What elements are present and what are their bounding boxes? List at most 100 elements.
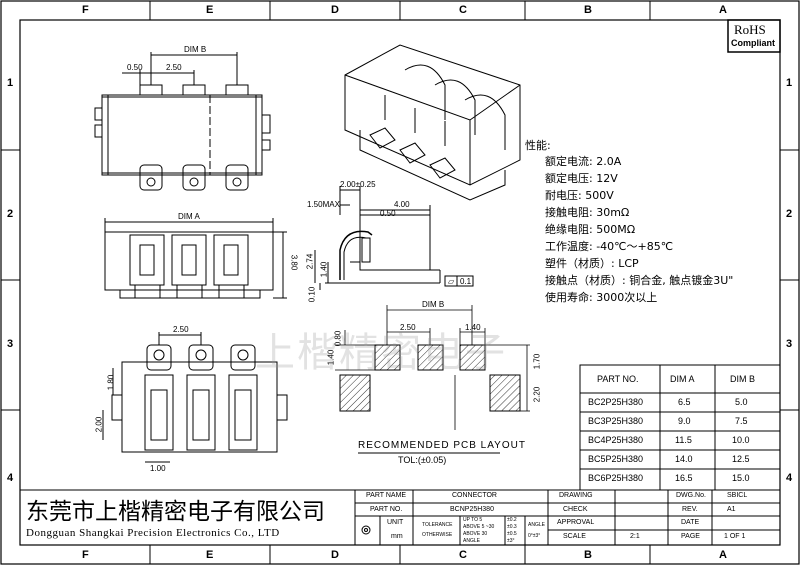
- zone-col-c-top: C: [459, 4, 467, 16]
- table-cell-part: BC2P25H380: [588, 397, 644, 407]
- pcb-dim-padw: 1.40: [465, 323, 481, 332]
- zone-row-3-left: 3: [7, 338, 14, 350]
- table-cell-dimb: 10.0: [732, 435, 750, 445]
- table-cell-dima: 9.0: [678, 416, 691, 426]
- zone-col-e-top: E: [206, 4, 214, 16]
- table-cell-dima: 16.5: [675, 473, 693, 483]
- zone-col-a-bottom: A: [719, 549, 727, 561]
- zone-row-3-right: 3: [786, 338, 793, 350]
- part-name-label: PART NAME: [366, 492, 407, 499]
- table-cell-dimb: 7.5: [735, 416, 748, 426]
- rev-value: A1: [727, 506, 736, 513]
- part-no-value: BCNP25H380: [450, 506, 494, 513]
- watermark: 上楷精密电子: [255, 330, 507, 376]
- table-cell-dimb: 5.0: [735, 397, 748, 407]
- zone-col-a-top: A: [719, 4, 727, 16]
- flatness-symbol: ▱: [448, 277, 455, 286]
- zone-col-d-bottom: D: [331, 549, 339, 561]
- front-view: [104, 218, 287, 299]
- iso-view: [344, 44, 521, 201]
- zone-col-b-top: B: [584, 4, 592, 16]
- zone-col-b-bottom: B: [584, 549, 592, 561]
- front-dim-height: 3.80: [289, 254, 299, 271]
- part-no-label: PART NO.: [370, 506, 403, 513]
- table-cell-part: BC3P25H380: [588, 416, 644, 426]
- tol-range: ANGLE: [463, 538, 480, 544]
- unit-value: mm: [391, 533, 403, 540]
- side-view: [314, 186, 474, 290]
- side-dim-274: 2.74: [305, 253, 315, 270]
- angle-value: 0°±3°: [528, 533, 541, 539]
- side-dim-010: 0.10: [307, 286, 317, 303]
- tol-range: ABOVE 30: [463, 531, 488, 537]
- zone-col-d-top: D: [331, 4, 339, 16]
- side-dim-200: 2.00±0.25: [340, 180, 376, 189]
- approval-label: APPROVAL: [557, 519, 595, 526]
- spec-item: 塑件（材质）: LCP: [545, 257, 639, 270]
- top-view: [94, 52, 271, 191]
- pcb-layout-title: RECOMMENDED PCB LAYOUT: [358, 440, 526, 451]
- top-dim-050: 0.50: [127, 63, 143, 72]
- side-dim-400: 4.00: [394, 200, 410, 209]
- zone-col-e-bottom: E: [206, 549, 214, 561]
- pcb-dim-b: DIM B: [422, 300, 445, 309]
- unit-label: UNIT: [387, 519, 404, 526]
- tolerance-label: TOLERANCE: [422, 522, 453, 528]
- spec-item: 绝缘电阻: 500MΩ: [545, 223, 636, 236]
- dwg-no-value: SBICL: [727, 492, 748, 499]
- title-block-lines: [20, 489, 780, 545]
- table-cell-part: BC4P25H380: [588, 435, 644, 445]
- otherwise-label: OTHERWISE: [422, 532, 453, 538]
- tol-range: ABOVE 5 ~30: [463, 524, 495, 530]
- side-dim-150max: 1.50MAX: [307, 200, 340, 209]
- pcb-layout-tolerance: TOL:(±0.05): [398, 455, 447, 465]
- date-label: DATE: [681, 519, 700, 526]
- front-dim-a: DIM A: [178, 212, 200, 221]
- pcb-dim-pitch: 2.50: [400, 323, 416, 332]
- part-name-value: CONNECTOR: [452, 492, 497, 499]
- dwg-no-label: DWG.No.: [676, 492, 706, 499]
- pcb-dim-220: 2.20: [532, 386, 542, 403]
- zone-col-f-bottom: F: [82, 549, 89, 561]
- bottom-dim-180: 1.80: [106, 374, 116, 391]
- spec-item: 接触点（材质）: 铜合金, 触点镀金3U": [545, 274, 734, 287]
- zone-col-f-top: F: [82, 4, 89, 16]
- angle-label: ANGLE: [528, 522, 545, 528]
- bottom-dim-pitch: 2.50: [173, 325, 189, 334]
- bottom-dim-200: 2.00: [94, 416, 104, 433]
- table-header-part: PART NO.: [597, 374, 639, 384]
- zone-col-c-bottom: C: [459, 549, 467, 561]
- rohs-mark: RoHS: [734, 22, 766, 37]
- spec-item: 耐电压: 500V: [545, 189, 614, 202]
- side-dim-140: 1.40: [319, 261, 329, 278]
- tol-value: ±3°: [507, 538, 515, 544]
- table-cell-dima: 6.5: [678, 397, 691, 407]
- bottom-view: [102, 332, 288, 463]
- spec-item: 额定电压: 12V: [545, 172, 618, 185]
- scale-value: 2:1: [630, 533, 640, 540]
- page-label: PAGE: [681, 533, 700, 540]
- top-dim-b: DIM B: [184, 45, 207, 54]
- table-cell-part: BC6P25H380: [588, 473, 644, 483]
- tol-value: ±0.3: [507, 524, 517, 530]
- drawing-label: DRAWING: [559, 492, 593, 499]
- pcb-layout: [335, 305, 530, 454]
- tol-range: UP TO 5: [463, 517, 483, 523]
- spec-item: 工作温度: -40℃～+85℃: [545, 240, 674, 253]
- table-header-dima: DIM A: [670, 374, 695, 384]
- specs-heading: 性能:: [525, 139, 551, 152]
- company-name-en: Dongguan Shangkai Precision Electronics …: [26, 527, 280, 539]
- rohs-compliant: Compliant: [731, 38, 775, 48]
- table-cell-dima: 11.5: [675, 435, 692, 445]
- side-dim-050: 0.50: [380, 209, 396, 218]
- page-value: 1 OF 1: [724, 533, 746, 540]
- table-cell-dimb: 15.0: [732, 473, 750, 483]
- top-dim-250: 2.50: [166, 63, 182, 72]
- table-header-dimb: DIM B: [730, 374, 756, 384]
- zone-row-4-right: 4: [786, 472, 793, 484]
- table-cell-part: BC5P25H380: [588, 454, 644, 464]
- company-name-cn: 东莞市上楷精密电子有限公司: [26, 499, 325, 525]
- zone-row-4-left: 4: [7, 472, 14, 484]
